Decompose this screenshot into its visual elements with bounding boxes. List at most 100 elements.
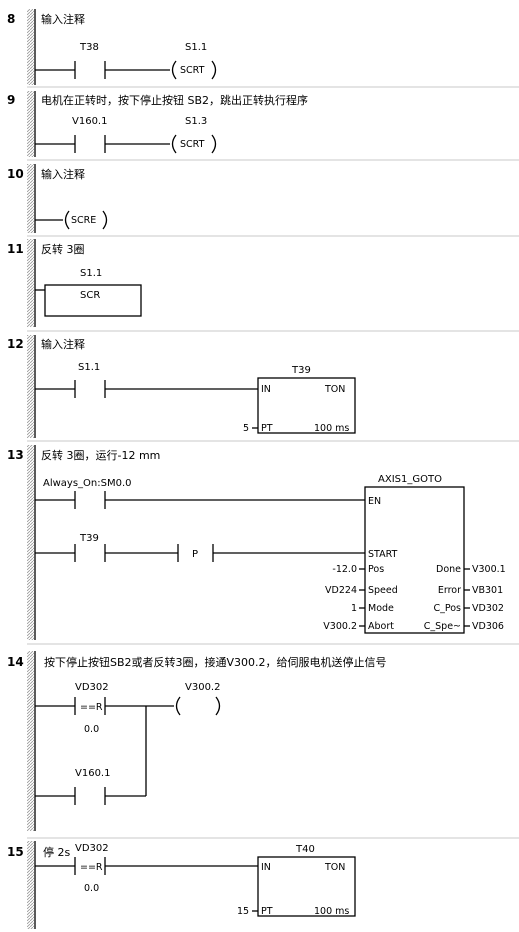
contact-label: S1.1 [78,362,100,373]
pin-label: Mode [368,603,394,614]
scr-address: S1.1 [80,268,102,279]
contact-label: Always_On:SM0.0 [43,478,132,489]
contact[interactable]: V160.1 [35,768,146,805]
network-comment[interactable]: 电机在正转时，按下停止按钮 SB2，跳出正转执行程序 [41,93,308,107]
compare-value: 0.0 [84,883,99,894]
network-comment[interactable]: 输入注释 [41,12,85,26]
compare-operator: ==R [80,862,103,873]
network-number: 10 [7,167,24,181]
coil-type: SCRT [180,65,205,76]
timer-type: TON [324,862,345,873]
timer-label: T39 [291,365,311,376]
coil[interactable]: SCRE [35,210,108,230]
timer-pt: PT [261,906,273,917]
pin-start: START [368,549,398,560]
coil-label: S1.3 [185,116,207,127]
network-comment[interactable]: 反转 3圈，运行-12 mm [41,448,160,462]
output-value: V300.1 [472,564,506,575]
compare-contact[interactable]: VD302 ==R 0.0 [35,682,146,735]
network-comment[interactable]: 停 2s [43,845,70,859]
rung-bar [27,841,34,929]
network-15[interactable]: 15 停 2s VD302 ==R 0.0 T40 IN TON 15 PT 1… [7,841,356,929]
rung-bar [27,9,34,85]
network-number: 14 [7,655,24,669]
timer-resolution: 100 ms [314,906,349,917]
compare-operator: ==R [80,702,103,713]
network-number: 11 [7,242,24,256]
network-comment[interactable]: 输入注释 [41,167,85,181]
timer-pt-value: 15 [237,906,249,917]
timer-pt-value: 5 [243,423,249,434]
pin-en: EN [368,496,381,507]
network-comment[interactable]: 输入注释 [41,337,85,351]
network-number: 9 [7,93,15,107]
contact-label: V160.1 [75,768,110,779]
pin-label: Pos [368,564,384,575]
pin-label: C_Spe~ [424,621,461,632]
axis-goto-block[interactable]: AXIS1_GOTO EN START -12.0 VD224 1 V300.2… [323,474,506,634]
input-value: VD224 [325,585,357,596]
contact-t39[interactable]: T39 [35,533,178,562]
network-13[interactable]: 13 反转 3圈，运行-12 mm Always_On:SM0.0 T39 [7,445,506,640]
contact-label: V160.1 [72,116,107,127]
coil-label: V300.2 [185,682,220,693]
timer-box[interactable]: T39 IN TON 5 PT 100 ms [243,365,356,434]
contact-label: VD302 [75,843,109,854]
network-number: 12 [7,337,24,351]
contact-label: T39 [79,533,99,544]
coil[interactable]: V300.2 [146,682,220,716]
network-number: 13 [7,448,24,462]
rung-bar [27,239,34,327]
contact-always-on[interactable]: Always_On:SM0.0 [35,478,365,509]
coil[interactable]: SCRT S1.1 [171,42,217,80]
rung-bar [27,164,34,233]
network-12[interactable]: 12 输入注释 S1.1 T39 IN TON 5 PT 100 ms [7,335,356,438]
positive-transition[interactable]: P [177,544,365,562]
output-value: VD306 [472,621,504,632]
timer-in: IN [261,384,271,395]
network-comment[interactable]: 反转 3圈 [41,242,85,256]
output-value: VD302 [472,603,504,614]
compare-contact[interactable]: VD302 ==R 0.0 [35,843,258,894]
contact-label: T38 [79,42,99,53]
timer-pt: PT [261,423,273,434]
network-11[interactable]: 11 反转 3圈 SCR S1.1 [7,239,142,327]
coil-label: S1.1 [185,42,207,53]
timer-label: T40 [295,844,315,855]
block-title: AXIS1_GOTO [378,474,442,485]
coil[interactable]: SCRT S1.3 [171,116,217,154]
p-label: P [192,549,198,560]
network-10[interactable]: 10 输入注释 SCRE [7,164,108,233]
scr-label: SCR [80,290,100,301]
network-comment[interactable]: 按下停止按钮SB2或者反转3圈，接通V300.2，给伺服电机送停止信号 [44,655,387,669]
contact[interactable]: T38 [35,42,170,79]
timer-resolution: 100 ms [314,423,349,434]
pin-label: Speed [368,585,398,596]
rung-bar [27,91,34,157]
network-8[interactable]: 8 输入注释 T38 SCRT S1.1 [7,9,217,85]
compare-value: 0.0 [84,724,99,735]
contact[interactable]: S1.1 [35,362,258,398]
pin-label: Abort [368,621,394,632]
network-9[interactable]: 9 电机在正转时，按下停止按钮 SB2，跳出正转执行程序 V160.1 SCRT… [7,91,308,157]
input-value: V300.2 [323,621,357,632]
contact[interactable]: V160.1 [35,116,170,153]
rung-bar [27,445,34,640]
pin-label: Done [436,564,461,575]
network-14[interactable]: 14 按下停止按钮SB2或者反转3圈，接通V300.2，给伺服电机送停止信号 V… [7,651,387,831]
input-value: 1 [351,603,357,614]
scr-box[interactable]: SCR S1.1 [35,268,142,317]
timer-type: TON [324,384,345,395]
timer-in: IN [261,862,271,873]
rung-bar [27,335,34,438]
network-number: 8 [7,12,15,26]
rung-bar [27,651,34,831]
timer-box[interactable]: T40 IN TON 15 PT 100 ms [237,844,356,917]
contact-label: VD302 [75,682,109,693]
coil-type: SCRE [71,215,96,226]
pin-label: C_Pos [433,603,461,614]
pin-label: Error [438,585,461,596]
network-number: 15 [7,845,24,859]
coil-type: SCRT [180,139,205,150]
